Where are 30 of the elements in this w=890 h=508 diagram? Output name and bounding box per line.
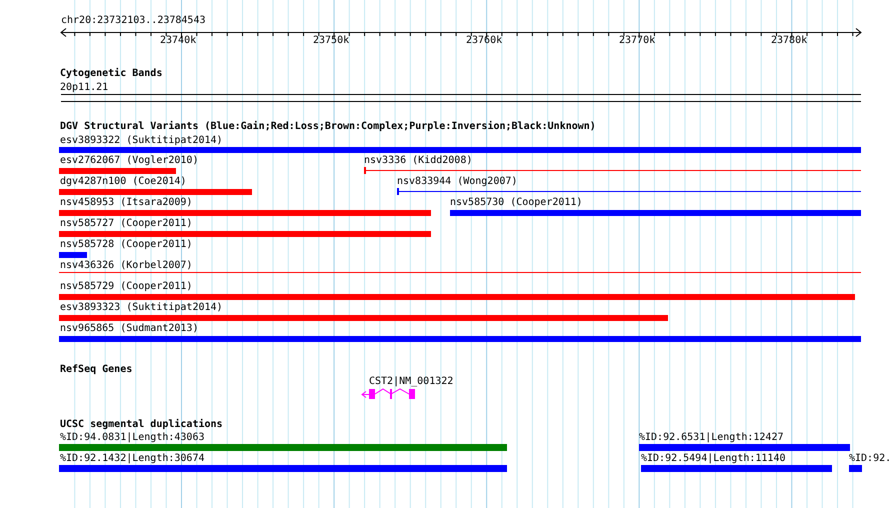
band-label: 20p11.21 bbox=[60, 82, 108, 93]
axis-tick-label: 23770k bbox=[619, 35, 656, 46]
axis-tick-label: 23760k bbox=[466, 35, 502, 46]
feature-label: esv3893323 (Suktitipat2014) bbox=[60, 302, 223, 313]
track-title: Cytogenetic Bands bbox=[60, 68, 162, 79]
feature-label: %ID:92.5494|Length:11140 bbox=[641, 453, 786, 464]
feature-label: %ID:92. bbox=[849, 453, 890, 464]
feature-label: dgv4287n100 (Coe2014) bbox=[60, 176, 186, 187]
axis-tick-label: 23780k bbox=[771, 35, 808, 46]
feature-label: %ID:94.0831|Length:43063 bbox=[60, 432, 204, 443]
axis-tick-label: 23740k bbox=[160, 35, 196, 46]
feature-label: nsv833944 (Wong2007) bbox=[397, 176, 518, 187]
feature-label: nsv585727 (Cooper2011) bbox=[60, 218, 192, 229]
track-title: DGV Structural Variants (Blue:Gain;Red:Loss;Brown:Complex;Purple:Inversion;Black:Unknown) bbox=[60, 121, 596, 132]
feature-label: nsv585728 (Cooper2011) bbox=[60, 239, 192, 250]
gene-label: CST2|NM_001322 bbox=[369, 376, 454, 387]
feature-label: nsv3336 (Kidd2008) bbox=[364, 155, 472, 166]
feature-label: nsv436326 (Korbel2007) bbox=[60, 260, 192, 271]
feature-label: esv2762067 (Vogler2010) bbox=[60, 155, 198, 166]
feature-label: %ID:92.1432|Length:30674 bbox=[60, 453, 204, 464]
feature-label: esv3893322 (Suktitipat2014) bbox=[60, 135, 223, 146]
track-title: RefSeq Genes bbox=[60, 364, 132, 375]
feature-label: %ID:92.6531|Length:12427 bbox=[639, 432, 784, 443]
track-title: UCSC segmental duplications bbox=[60, 419, 223, 430]
coordinate-label: chr20:23732103..23784543 bbox=[61, 15, 206, 26]
feature-label: nsv965865 (Sudmant2013) bbox=[60, 323, 198, 334]
feature-label: nsv585729 (Cooper2011) bbox=[60, 281, 192, 292]
feature-label: nsv585730 (Cooper2011) bbox=[450, 197, 582, 208]
axis-tick-label: 23750k bbox=[313, 35, 350, 46]
feature-label: nsv458953 (Itsara2009) bbox=[60, 197, 192, 208]
